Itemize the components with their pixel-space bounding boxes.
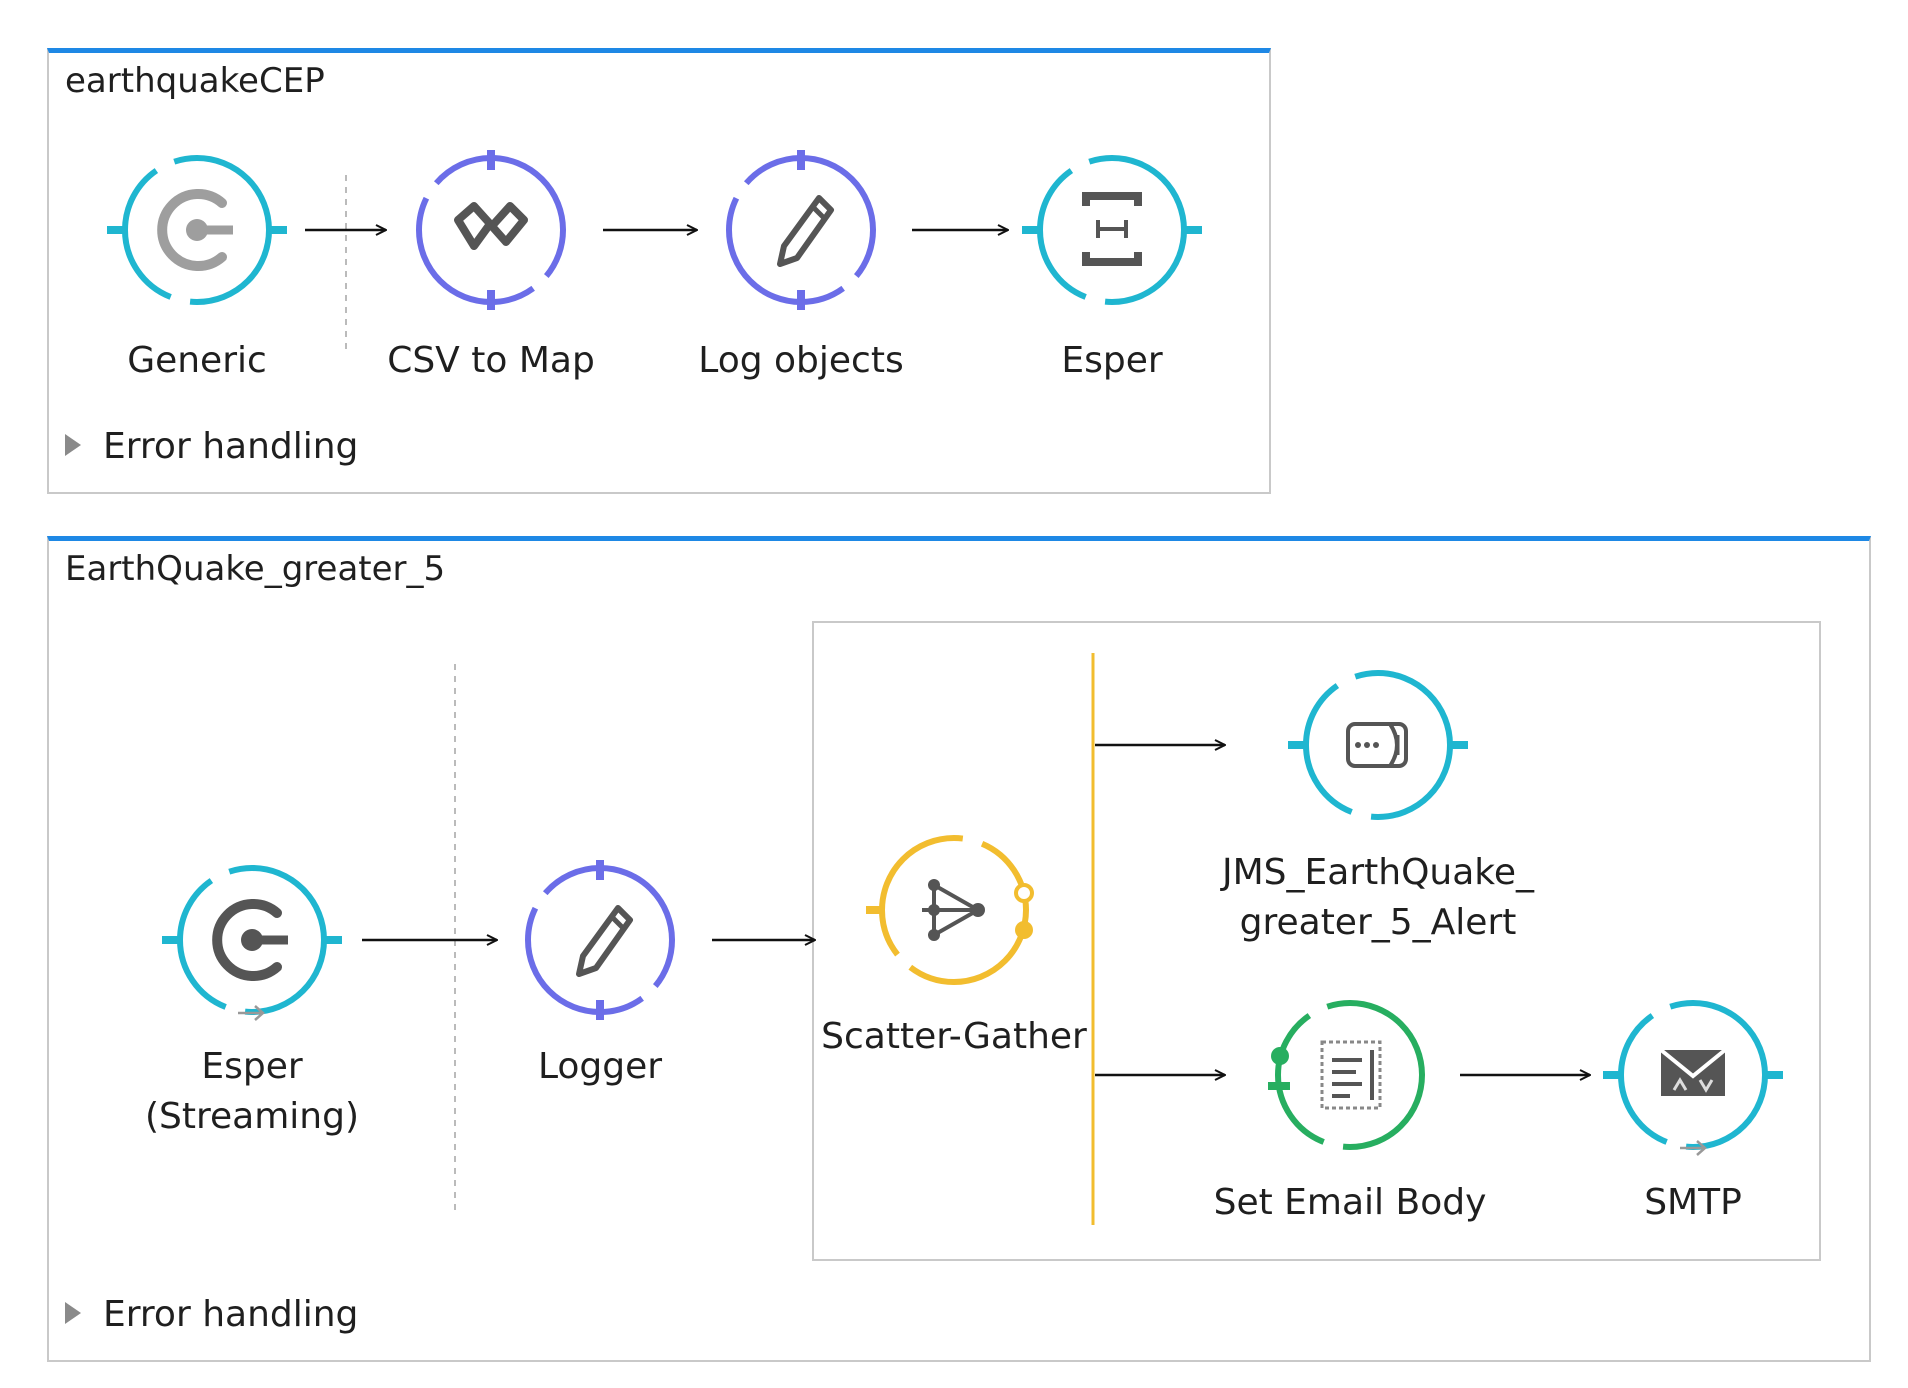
component-log-objects[interactable] xyxy=(726,150,876,310)
error-handling-toggle[interactable]: Error handling xyxy=(65,1294,358,1335)
component-label: Logger xyxy=(537,1046,663,1087)
jms-icon xyxy=(1346,722,1408,768)
component-esper-streaming[interactable] xyxy=(162,865,342,1021)
component-label: Log objects xyxy=(698,340,904,381)
error-handling-toggle[interactable]: Error handling xyxy=(65,426,358,467)
component-label: Generic xyxy=(127,340,267,381)
flow-earthquake-greater-5[interactable]: EarthQuake_greater_5 Error handling xyxy=(47,536,1871,1362)
scatter-gather-icon xyxy=(922,879,985,941)
expand-triangle-icon xyxy=(65,1302,81,1324)
component-generic[interactable] xyxy=(107,155,287,305)
component-label: Esper (Streaming) xyxy=(144,1046,360,1137)
component-label: Esper xyxy=(1061,340,1163,381)
component-label: Set Email Body xyxy=(1213,1182,1487,1223)
error-handling-label: Error handling xyxy=(103,1294,359,1335)
flow-earthquakecep[interactable]: earthquakeCEP Error handling xyxy=(47,48,1271,494)
component-set-email-body[interactable] xyxy=(1268,1000,1425,1150)
component-logger[interactable] xyxy=(525,860,675,1020)
dataweave-icon xyxy=(454,202,528,250)
error-handling-label: Error handling xyxy=(103,426,359,467)
flow-title: EarthQuake_greater_5 xyxy=(65,549,446,589)
flow-title: earthquakeCEP xyxy=(65,61,325,101)
component-csv-to-map[interactable] xyxy=(416,150,566,310)
component-label: JMS_EarthQuake_ greater_5_Alert xyxy=(1222,852,1534,943)
streaming-arrow-icon xyxy=(1680,1140,1707,1156)
component-smtp[interactable] xyxy=(1603,1000,1783,1156)
pencil-icon xyxy=(777,195,834,267)
component-label: Scatter-Gather xyxy=(821,1016,1087,1057)
esper-icon xyxy=(1082,192,1142,266)
component-label: SMTP xyxy=(1644,1182,1742,1223)
generic-source-icon xyxy=(157,189,233,271)
component-label: CSV to Map xyxy=(387,340,595,381)
component-esper[interactable] xyxy=(1022,155,1202,305)
expand-triangle-icon xyxy=(65,434,81,456)
pencil-icon xyxy=(576,905,633,977)
streaming-arrow-icon xyxy=(238,1005,265,1021)
set-payload-icon xyxy=(1320,1040,1382,1110)
component-scatter-gather[interactable] xyxy=(866,835,1034,985)
email-icon xyxy=(1659,1048,1727,1096)
component-jms-alert[interactable] xyxy=(1288,670,1468,820)
generic-source-icon xyxy=(212,899,288,981)
